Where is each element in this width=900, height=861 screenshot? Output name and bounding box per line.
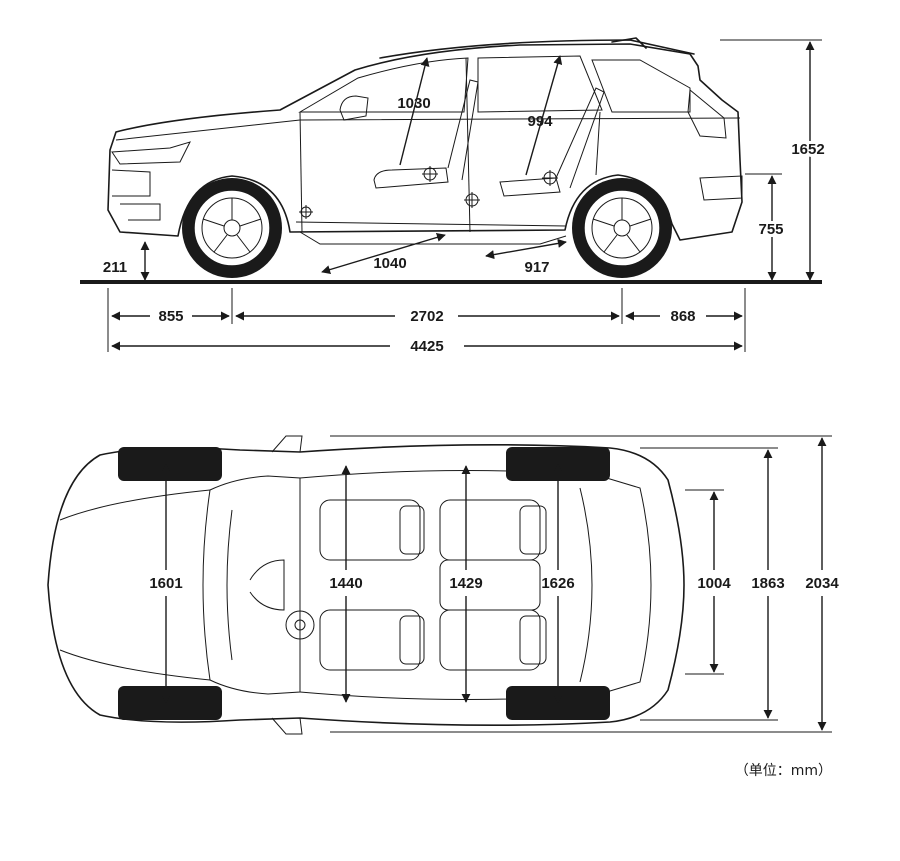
front-legroom-arrow [321, 233, 446, 274]
front-track-label: 1601 [149, 575, 182, 592]
front-legroom-label: 1040 [373, 255, 406, 272]
rear-headroom-arrow [525, 55, 563, 176]
side-view-car-outline [107, 37, 743, 278]
loading-height-label: 755 [758, 221, 783, 238]
side-view: 1030 994 1040 917 1652 755 211 855 2702 … [80, 37, 828, 355]
front-wheel [182, 178, 282, 278]
unit-note: （单位：mm） [735, 763, 832, 779]
overall-length-label: 4425 [410, 338, 443, 355]
front-right-tire [118, 686, 222, 720]
rear-legroom-label: 917 [524, 259, 549, 276]
width-with-mirrors-label: 2034 [805, 575, 839, 592]
rear-track-label: 1626 [541, 575, 574, 592]
seat-reference-points [299, 166, 558, 219]
front-shoulder-width-label: 1440 [329, 575, 362, 592]
cargo-width-label: 1004 [697, 575, 731, 592]
ground-clearance-label: 211 [103, 259, 127, 276]
rear-wheel [572, 178, 672, 278]
top-view-car-outline [47, 435, 685, 735]
front-headroom-arrow [399, 57, 430, 166]
overall-height-label: 1652 [791, 141, 824, 158]
top-view-seats [319, 499, 547, 671]
rear-legroom-arrow [485, 238, 567, 260]
front-overhang-label: 855 [158, 308, 183, 325]
rear-headroom-label: 994 [527, 113, 553, 130]
top-view: 1601 1440 1429 1626 1004 1863 2034 [47, 435, 839, 735]
front-left-tire [118, 447, 222, 481]
front-headroom-label: 1030 [397, 95, 430, 112]
rear-shoulder-width-label: 1429 [449, 575, 482, 592]
body-width-label: 1863 [751, 575, 784, 592]
rear-overhang-label: 868 [670, 308, 695, 325]
wheelbase-label: 2702 [410, 308, 443, 325]
